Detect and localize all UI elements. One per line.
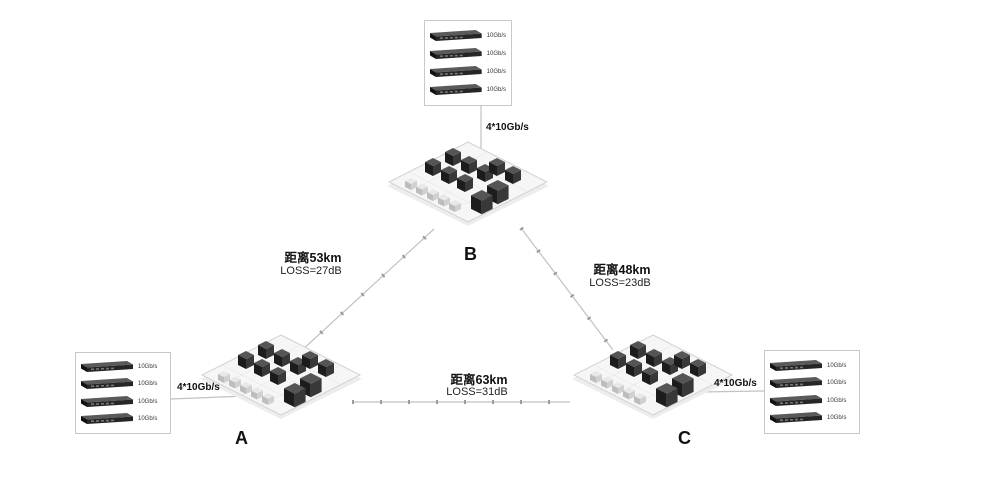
switch-icon [430, 84, 482, 95]
switch-device: 10Gb/s [81, 361, 165, 373]
switch-icon [81, 395, 133, 407]
uplink-left-line [170, 395, 247, 400]
switch-speed-label: 10Gb/s [138, 398, 158, 405]
switch-stack-right: 10Gb/s 10Gb/s 10Gb/s 10Gb/s [764, 350, 860, 434]
switch-speed-label: 10Gb/s [486, 33, 506, 39]
switch-speed-label: 10Gb/s [138, 415, 158, 422]
switch-icon [770, 359, 822, 371]
node-b-label: B [464, 244, 477, 264]
switch-stack-top: 10Gb/s 10Gb/s 10Gb/s 10Gb/s [424, 20, 512, 106]
node-a-label: A [235, 428, 248, 448]
uplink-right-line [699, 390, 765, 393]
switch-icon [430, 66, 482, 77]
switch-device: 10Gb/s [430, 66, 506, 78]
link-bc-loss: LOSS=23dB [589, 277, 651, 289]
uplink-top-label: 4*10Gb/s [486, 122, 529, 133]
switch-device: 10Gb/s [770, 394, 854, 407]
link-ac-loss: LOSS=31dB [446, 386, 508, 398]
switch-device: 10Gb/s [430, 84, 506, 96]
switch-device: 10Gb/s [81, 378, 165, 390]
switch-icon [81, 378, 133, 390]
switch-icon [430, 30, 482, 41]
switch-device: 10Gb/s [770, 359, 854, 372]
switch-icon [430, 48, 482, 59]
switch-device: 10Gb/s [81, 412, 165, 425]
link-ab-loss: LOSS=27dB [280, 265, 342, 277]
switch-speed-label: 10Gb/s [138, 364, 158, 371]
datacenter-a-illustration [196, 333, 366, 443]
switch-device: 10Gb/s [81, 395, 165, 408]
switch-speed-label: 10Gb/s [486, 87, 506, 93]
uplink-left-label: 4*10Gb/s [177, 382, 220, 393]
switch-speed-label: 10Gb/s [138, 381, 158, 388]
switch-device: 10Gb/s [770, 377, 854, 389]
uplink-right-label: 4*10Gb/s [714, 378, 757, 389]
switch-speed-label: 10Gb/s [827, 415, 847, 422]
link-ab-line [299, 228, 435, 353]
link-bc-line [520, 227, 614, 351]
node-c-label: C [678, 428, 691, 448]
switch-icon [770, 377, 822, 389]
switch-speed-label: 10Gb/s [827, 380, 847, 387]
switch-device: 10Gb/s [430, 48, 506, 60]
link-ac-distance: 距离63km [450, 373, 508, 387]
link-bc-distance: 距离48km [593, 263, 651, 277]
switch-speed-label: 10Gb/s [827, 397, 847, 404]
link-ab-distance: 距离53km [284, 251, 342, 265]
switch-icon [81, 412, 133, 424]
switch-icon [770, 394, 822, 406]
switch-speed-label: 10Gb/s [486, 51, 506, 57]
switch-speed-label: 10Gb/s [486, 69, 506, 75]
datacenter-b-illustration [383, 140, 553, 250]
switch-device: 10Gb/s [430, 30, 506, 42]
switch-speed-label: 10Gb/s [827, 362, 847, 369]
datacenter-c-illustration [568, 333, 738, 443]
switch-icon [81, 361, 133, 373]
switch-stack-left: 10Gb/s 10Gb/s 10Gb/s 10Gb/s [75, 352, 171, 434]
switch-device: 10Gb/s [770, 412, 854, 424]
switch-icon [770, 412, 822, 424]
